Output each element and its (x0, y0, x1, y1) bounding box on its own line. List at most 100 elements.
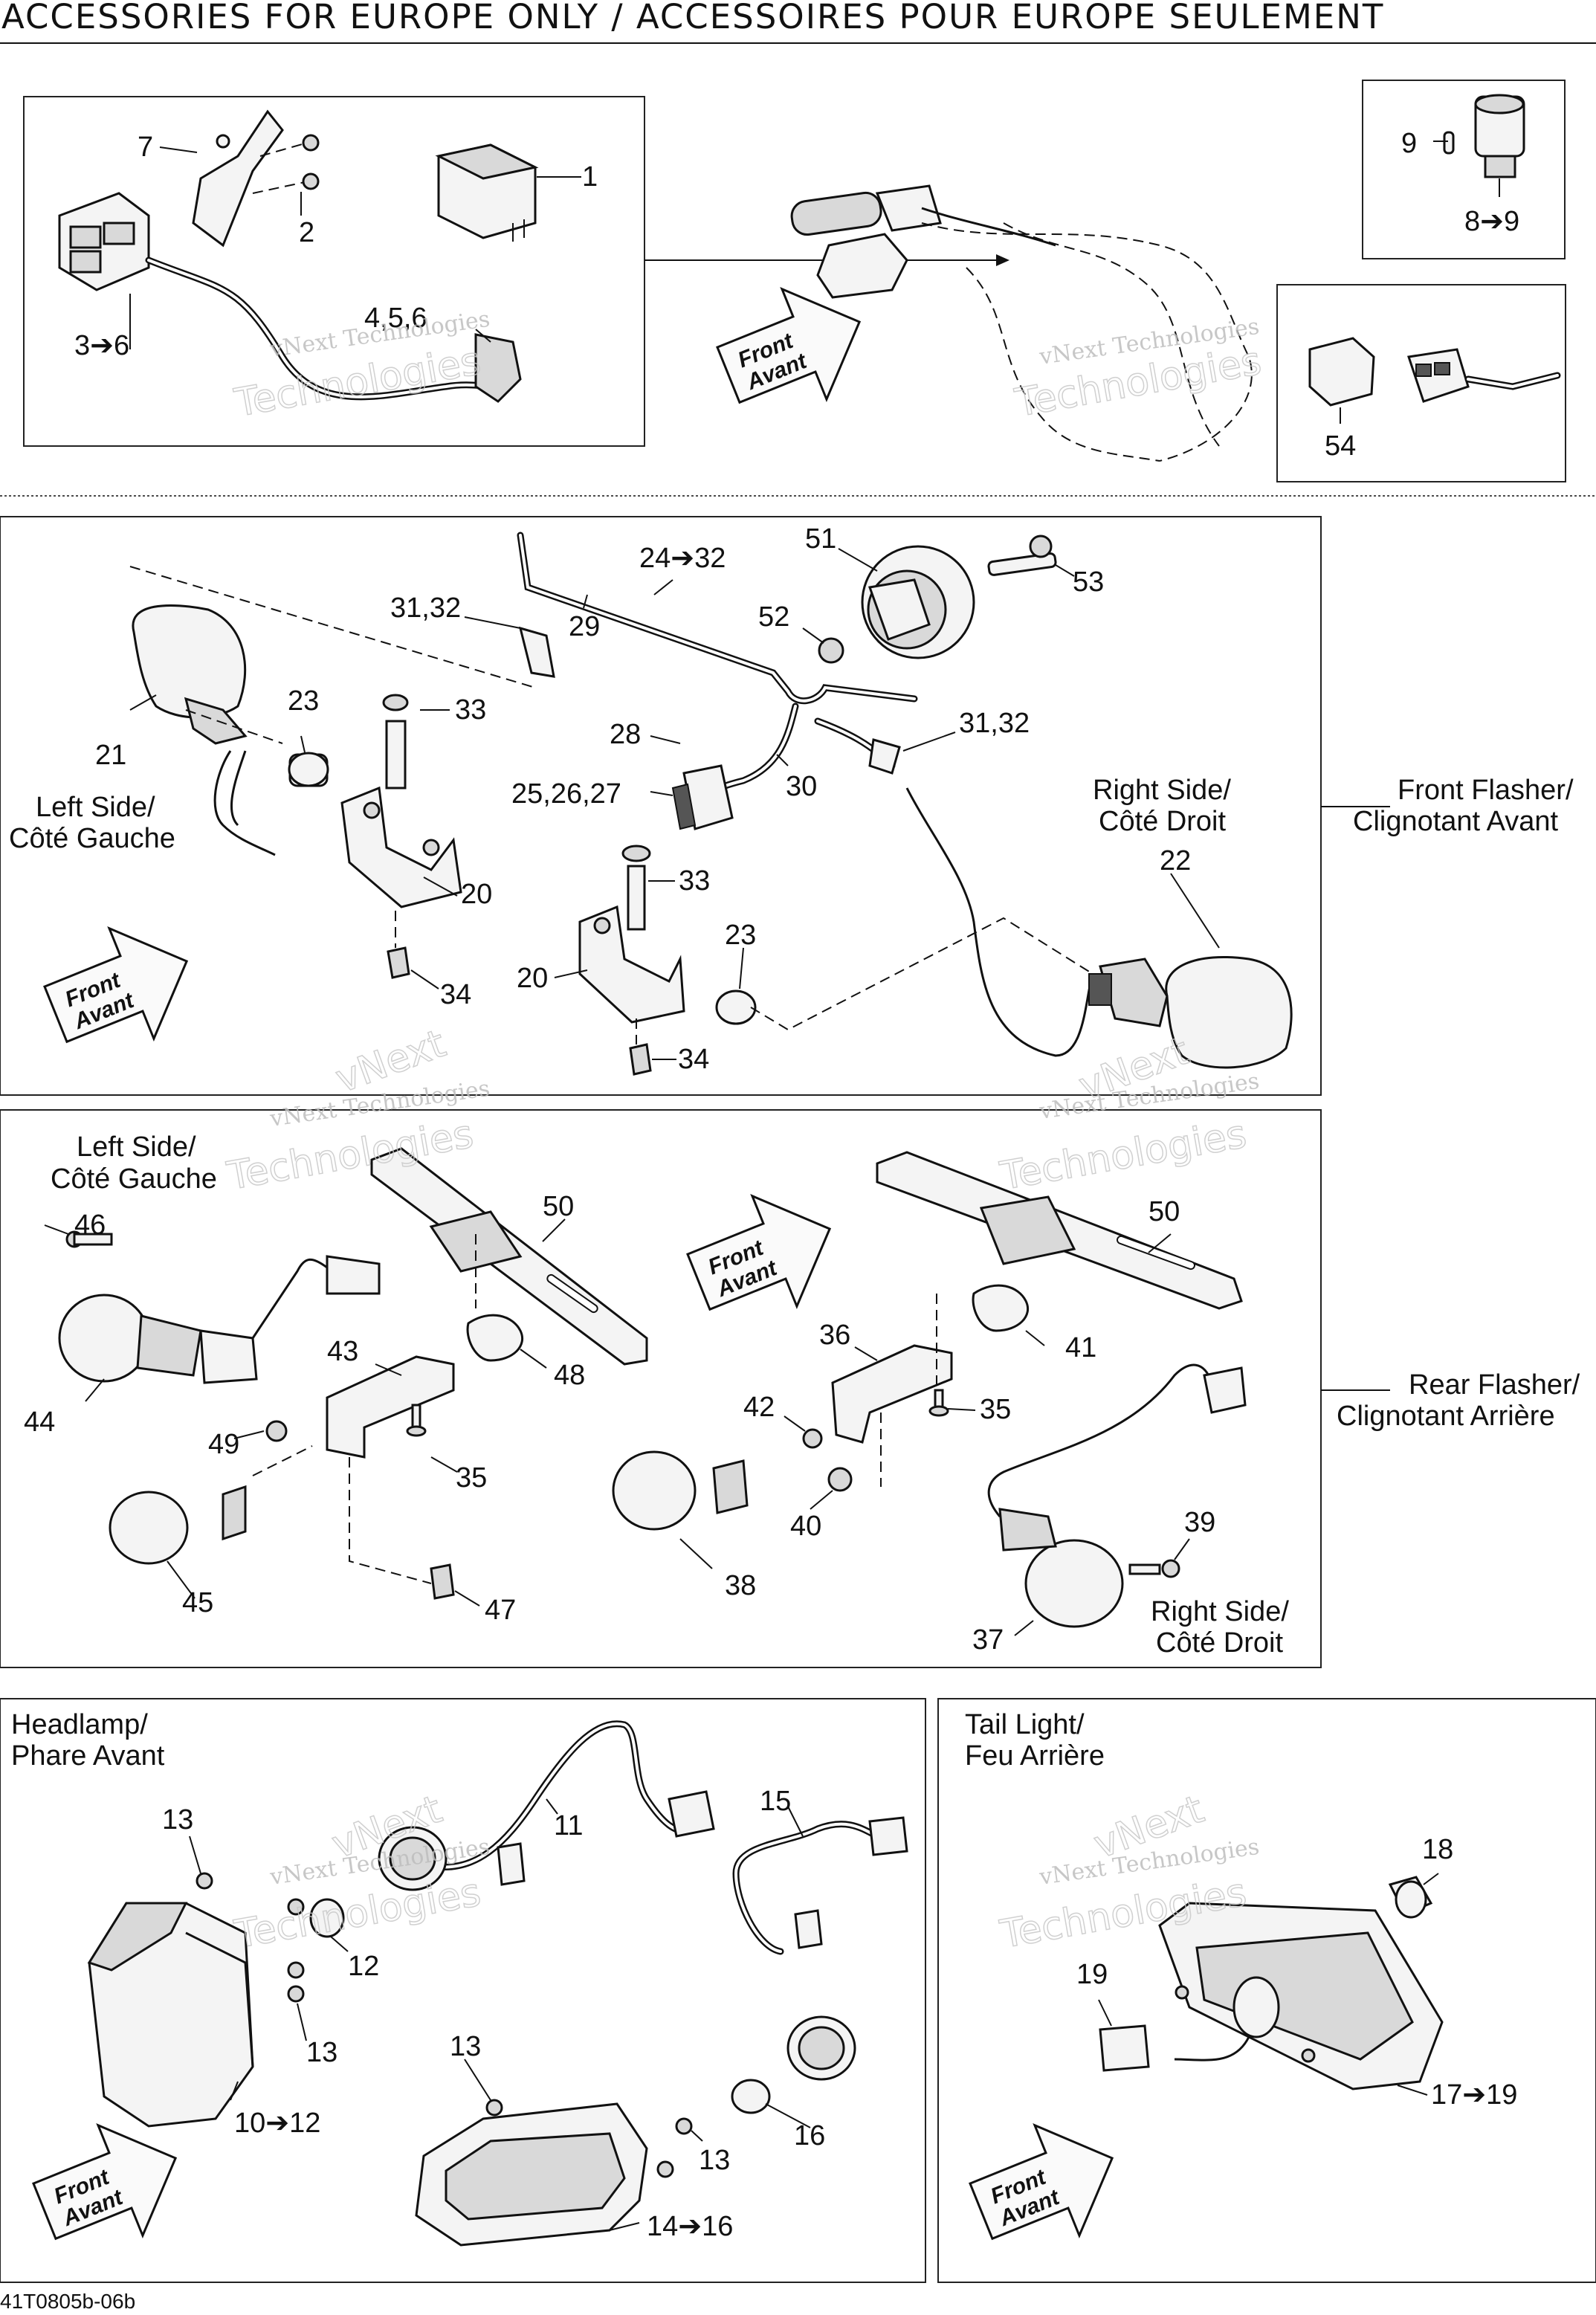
right-headlamp (415, 2099, 693, 2247)
section-title-tail-light: Feu Arrière (965, 1740, 1105, 1772)
callout: 40 (790, 1511, 821, 1542)
callout: 12 (348, 1951, 379, 1982)
section-title-headlamp: Phare Avant (11, 1740, 165, 1772)
callout: 48 (554, 1360, 585, 1391)
callout: 13 (699, 2145, 730, 2176)
left-rear-bracket (265, 1314, 523, 1600)
callout: 54 (1325, 430, 1356, 462)
callout: 24➔32 (639, 543, 726, 574)
callout: 13 (162, 1804, 193, 1835)
callout: 20 (517, 963, 548, 994)
front-direction-arrow: Front Avant (686, 1193, 832, 1311)
callout: 8➔9 (1464, 206, 1519, 237)
callout: 42 (743, 1392, 775, 1423)
right-side-label: Right Side/ (1151, 1596, 1289, 1627)
callout: 49 (208, 1429, 239, 1460)
left-side-label: Left Side/ (77, 1131, 196, 1163)
rear-flasher-frame (0, 1109, 1322, 1668)
relay (435, 143, 539, 242)
key-switch (1443, 94, 1525, 178)
callout: 23 (288, 685, 319, 717)
callout: 4,5,6 (364, 303, 427, 334)
left-side-label: Left Side/ (36, 792, 155, 823)
callout: 35 (456, 1462, 487, 1494)
top-right-connector-frame (1276, 284, 1566, 482)
section-rear-flasher (0, 1109, 1390, 1668)
headlamp-harness (309, 1720, 715, 1938)
watermarks: vNext Technologies Technologies vNext Te… (223, 306, 1265, 1958)
diagram-code: 41T0805b-06b (0, 2290, 135, 2313)
handlebar-assembly (790, 184, 1253, 462)
callout: 13 (306, 2037, 337, 2068)
top-right-small-frame (1362, 80, 1566, 259)
callout: 18 (1422, 1834, 1453, 1865)
callout: 2 (299, 217, 314, 248)
callout: 29 (569, 611, 600, 642)
left-bracket (340, 694, 462, 979)
callout: 43 (327, 1336, 358, 1367)
section-title-tail-light: Tail Light/ (965, 1709, 1085, 1740)
callout: 53 (1073, 566, 1104, 598)
section-title-headlamp: Headlamp/ (11, 1709, 148, 1740)
right-rear-bracket (612, 1284, 1029, 1531)
section-front-flasher (0, 516, 1390, 1096)
front-direction-arrow: Front Avant (43, 926, 189, 1044)
front-direction-arrow: Front Avant (32, 2122, 178, 2241)
callout: 23 (725, 920, 756, 951)
callout: 21 (95, 740, 126, 771)
callout: 30 (786, 771, 817, 802)
screws (252, 134, 320, 194)
callout: 34 (678, 1044, 709, 1075)
flasher-mount (818, 535, 1057, 664)
callout: 45 (182, 1587, 213, 1618)
callout: 51 (805, 523, 836, 555)
callout: 35 (980, 1394, 1011, 1425)
callout: 50 (543, 1191, 574, 1222)
page-title: ACCESSORIES FOR EUROPE ONLY / ACCESSOIRE… (1, 0, 1384, 36)
callout: 31,32 (959, 708, 1030, 739)
svg-text:Technologies: Technologies (231, 339, 484, 426)
callout: 13 (450, 2031, 481, 2062)
top-left-frame (23, 96, 645, 447)
right-rear-flasher (987, 1363, 1247, 1628)
left-side-label: Côté Gauche (9, 823, 175, 854)
right-license-bracket (876, 1151, 1243, 1310)
connector-plug (1308, 337, 1561, 407)
callout: 7 (138, 132, 153, 163)
callout: 11 (554, 1810, 583, 1841)
tail-light (1099, 1876, 1444, 2090)
right-front-flasher (1088, 955, 1293, 1069)
left-headlamp (87, 1872, 305, 2128)
callout: 39 (1184, 1507, 1215, 1538)
right-side-label: Côté Droit (1156, 1627, 1283, 1659)
callout: 10➔12 (234, 2108, 320, 2139)
callout: 25,26,27 (511, 778, 621, 810)
front-harness (517, 532, 1094, 1057)
mounting-bracket (192, 109, 284, 248)
callout: 33 (679, 865, 710, 897)
section-title-front-flasher: Front Flasher/ (1398, 775, 1574, 806)
left-rear-flasher (58, 1230, 381, 1565)
callout: 47 (485, 1595, 516, 1626)
front-direction-arrow: Front Avant (969, 2122, 1114, 2241)
callout: 36 (819, 1320, 850, 1351)
section-title-rear-flasher: Clignotant Arrière (1337, 1401, 1555, 1432)
callout: 9 (1401, 128, 1417, 159)
callout: 37 (972, 1624, 1004, 1656)
callout: 46 (74, 1210, 106, 1241)
headlamp-frame (0, 1698, 926, 2283)
section-headlamp (0, 1698, 926, 2283)
callout: 17➔19 (1431, 2079, 1517, 2111)
left-license-bracket (370, 1147, 648, 1366)
right-bracket (288, 752, 757, 1076)
right-side-label: Côté Droit (1099, 806, 1226, 837)
callout: 16 (794, 2120, 825, 2151)
svg-text:Technologies: Technologies (231, 1870, 484, 1957)
callout: 20 (461, 879, 492, 910)
callout: 1 (582, 161, 598, 193)
callout: 50 (1148, 1196, 1180, 1227)
callout: 28 (610, 719, 641, 750)
right-side-label: Right Side/ (1093, 775, 1231, 806)
callout: 19 (1076, 1959, 1108, 1990)
section-tail-light (937, 1698, 1596, 2283)
